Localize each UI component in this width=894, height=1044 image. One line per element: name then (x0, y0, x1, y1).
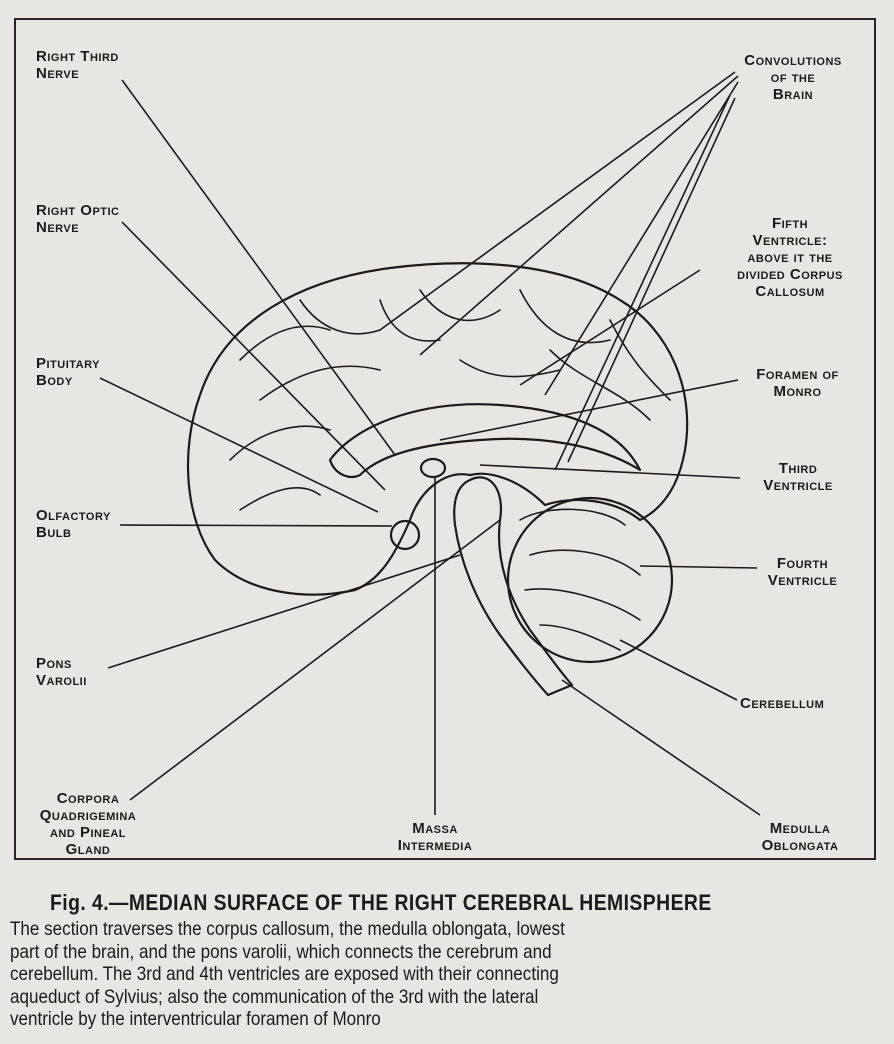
label-cerebellum: Cerebellum (740, 695, 825, 712)
cerebellum-shape (506, 496, 674, 664)
figure-caption-title: Fig. 4.—MEDIAN SURFACE OF THE RIGHT CERE… (50, 890, 712, 915)
leader-right-optic-nerve (121, 221, 386, 491)
massa-intermedia-shape (419, 457, 447, 479)
label-corpora-quadrigemina: Corpora Quadrigemina and Pineal Gland (39, 790, 137, 858)
corpus-callosum (328, 403, 642, 478)
leader-fifth-ventricle (519, 269, 701, 386)
label-right-optic-nerve: Right Optic Nerve (36, 202, 120, 236)
label-pons-varolii: Pons Varolii (36, 655, 87, 689)
label-foramen-of-monro: Foramen of Monro (756, 366, 839, 400)
leader-convolutions-1 (379, 71, 736, 331)
cerebrum-outline (186, 262, 689, 596)
label-olfactory-bulb: Olfactory Bulb (36, 507, 111, 541)
label-right-third-nerve: Right Third Nerve (36, 48, 119, 82)
leader-corpora (129, 519, 501, 801)
figure-caption-body: The section traverses the corpus callosu… (10, 918, 565, 1030)
leader-lines (99, 71, 761, 816)
label-fifth-ventricle: Fifth Ventricle: above it the divided Co… (737, 215, 843, 300)
leader-fourth-ventricle (639, 565, 758, 569)
leader-pituitary (99, 377, 379, 513)
leader-olfactory-bulb (119, 524, 393, 527)
label-third-ventricle: Third Ventricle (763, 460, 833, 494)
label-pituitary-body: Pituitary Body (36, 355, 100, 389)
leader-medulla (561, 679, 761, 816)
leader-third-ventricle (479, 464, 741, 479)
label-convolutions: Convolutions of the Brain (744, 52, 842, 103)
pituitary-shape (389, 519, 421, 551)
leader-right-third-nerve (121, 79, 396, 456)
label-medulla-oblongata: Medulla Oblongata (761, 820, 839, 854)
leader-pons (107, 554, 461, 669)
figure-frame (14, 18, 876, 860)
leader-foramen-monro (439, 379, 739, 441)
label-fourth-ventricle: Fourth Ventricle (767, 555, 838, 589)
leader-cerebellum (619, 639, 738, 701)
label-massa-intermedia: Massa Intermedia (397, 820, 473, 854)
